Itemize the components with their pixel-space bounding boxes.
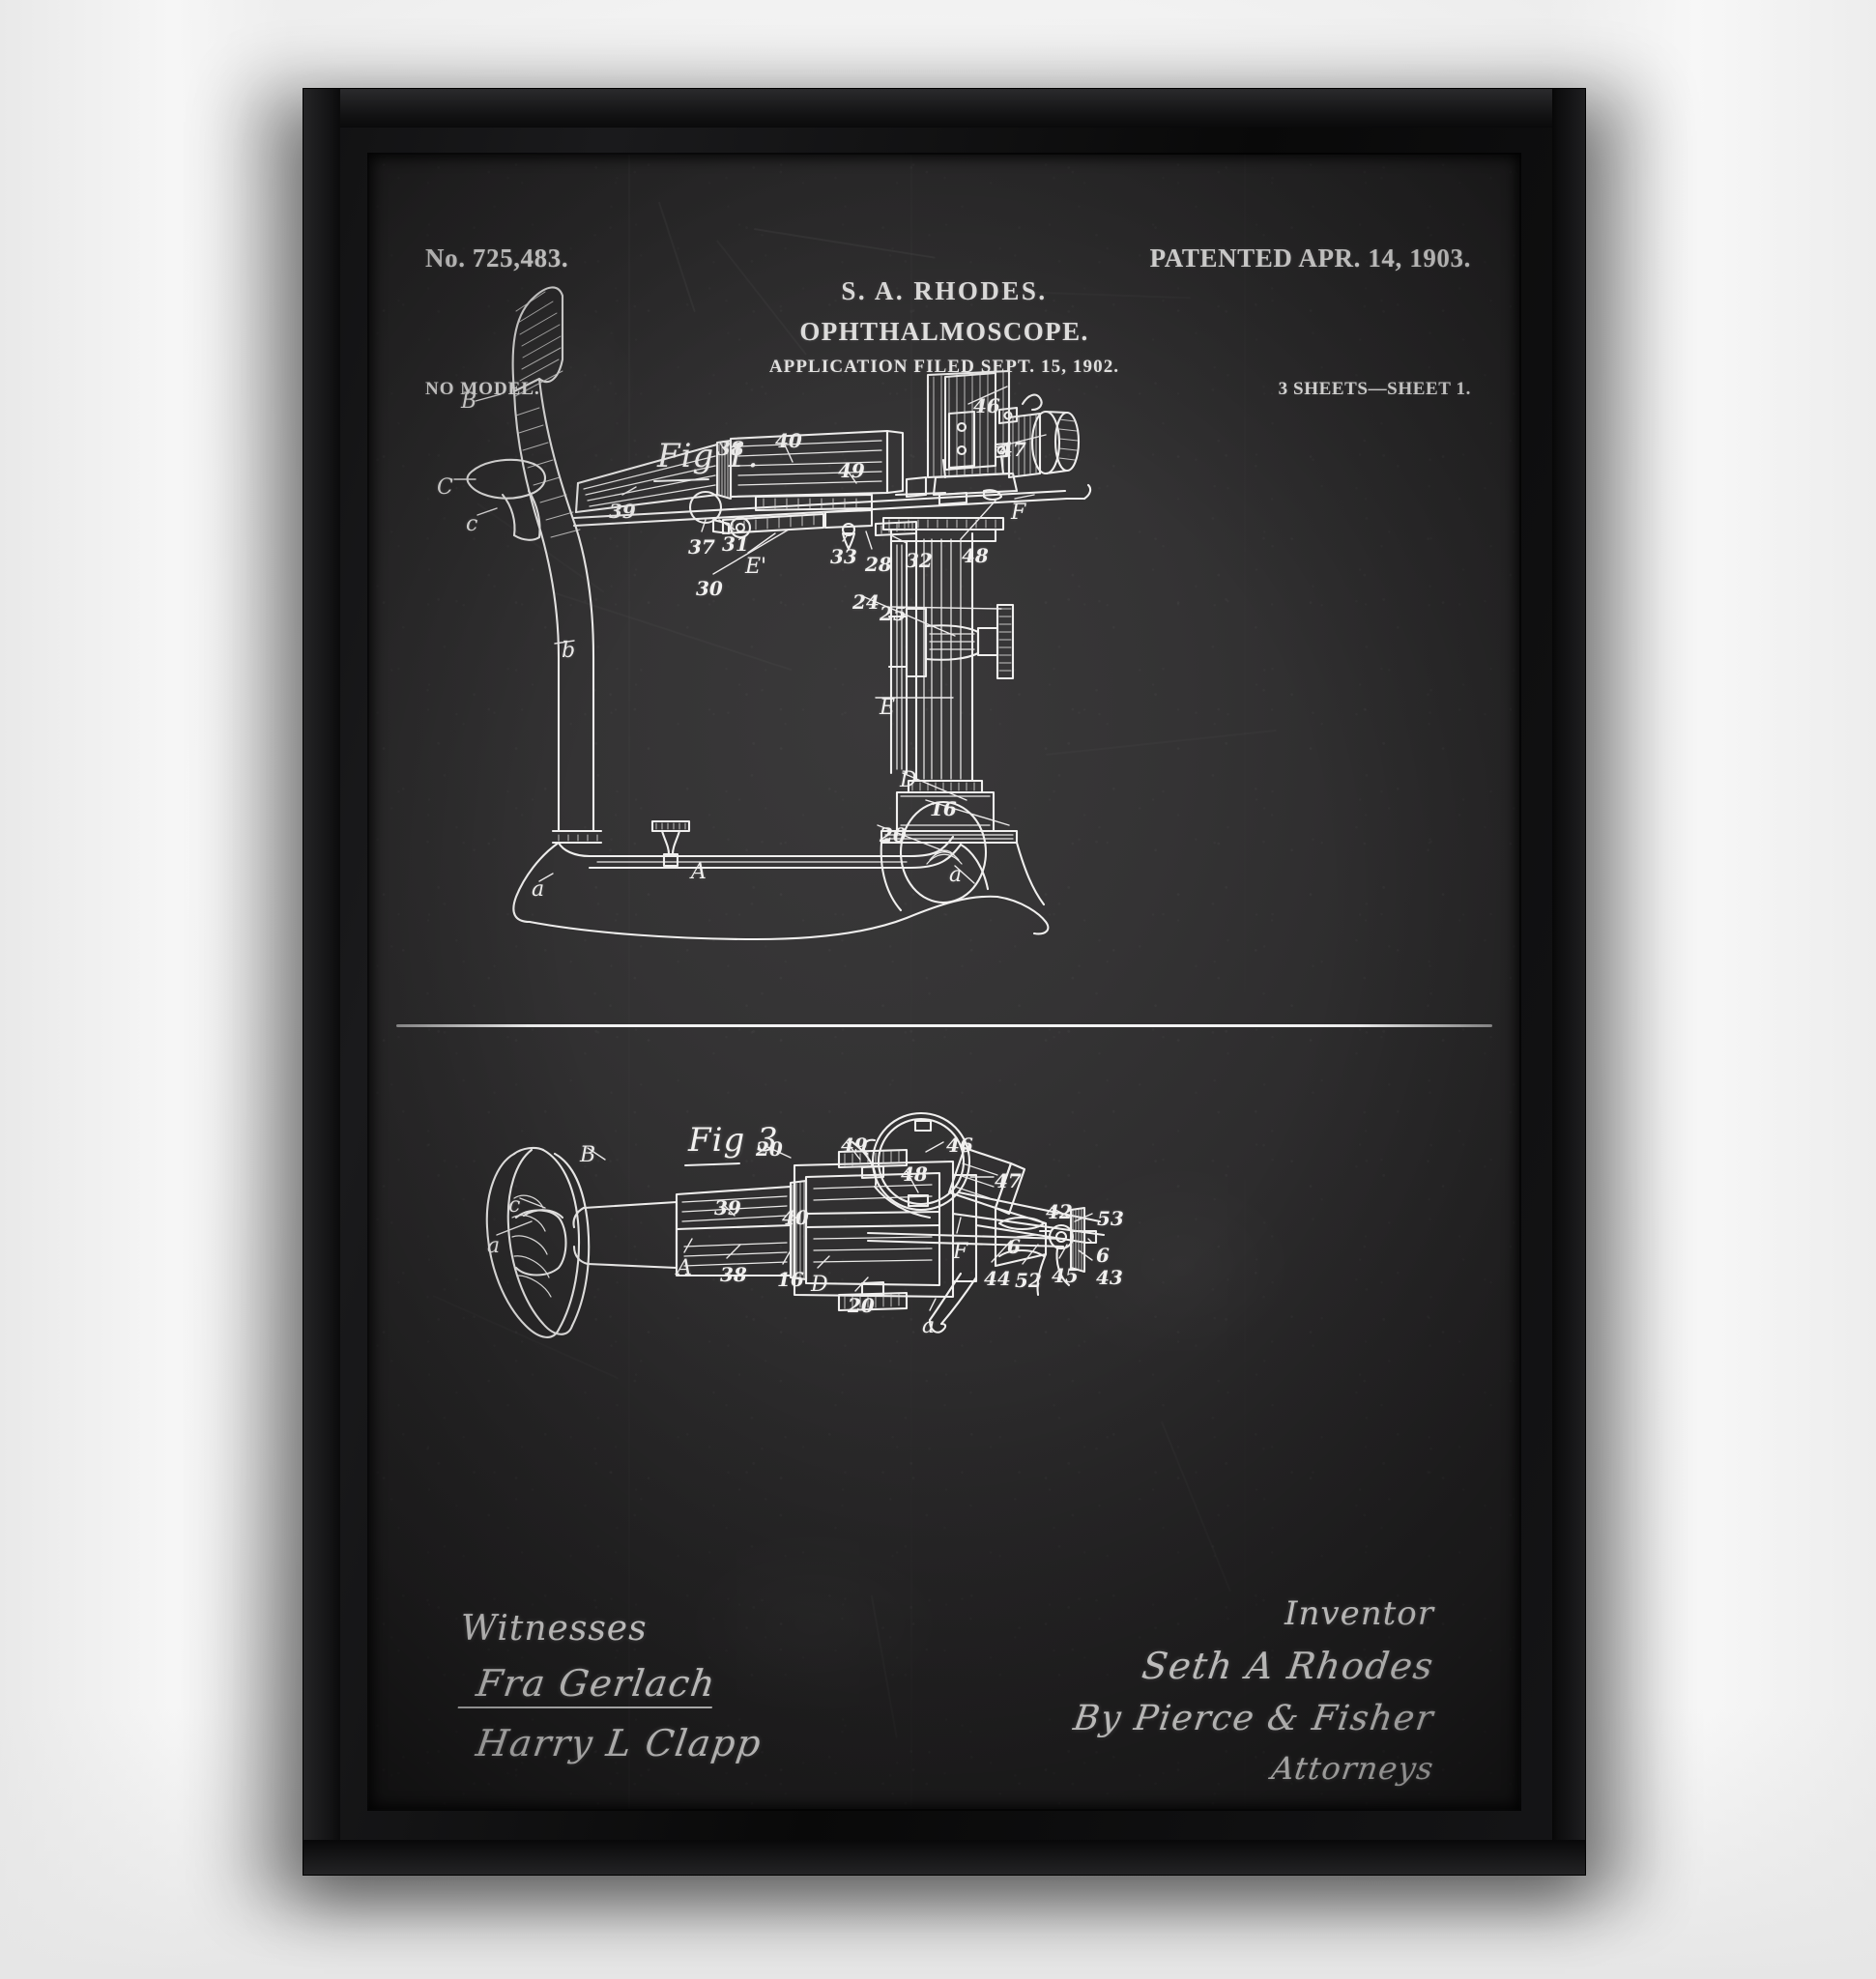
reference-numeral: 39 bbox=[714, 1196, 741, 1219]
reference-numeral: C bbox=[437, 475, 453, 500]
patent-date: PATENTED APR. 14, 1903. bbox=[1149, 244, 1471, 272]
reference-numeral: 20 bbox=[880, 823, 907, 846]
reference-numeral: 52 bbox=[1015, 1269, 1042, 1292]
reference-numeral: B bbox=[461, 389, 477, 414]
reference-numeral: 38 bbox=[720, 1263, 747, 1286]
witness-signature-1: Fra Gerlach bbox=[457, 1662, 719, 1708]
reference-numeral: 42 bbox=[1046, 1200, 1073, 1223]
reference-numeral: 47 bbox=[999, 438, 1026, 461]
reference-numeral: 28 bbox=[865, 553, 892, 576]
reference-numeral: 53 bbox=[1097, 1207, 1124, 1230]
reference-numeral: 48 bbox=[962, 544, 989, 567]
reference-numeral: D bbox=[900, 768, 917, 792]
reference-numeral: A bbox=[691, 860, 707, 884]
inventor-name: S. A. RHODES. bbox=[841, 276, 1048, 305]
frame-bevel-right bbox=[1552, 89, 1585, 1875]
reference-numeral: F bbox=[1011, 501, 1026, 525]
reference-numeral: c bbox=[466, 512, 478, 536]
application-line: APPLICATION FILED SEPT. 15, 1902. bbox=[768, 357, 1120, 377]
inventor-signature: Seth A Rhodes bbox=[1140, 1645, 1438, 1687]
reference-numeral: 37 bbox=[688, 535, 715, 559]
reference-numeral: B bbox=[580, 1143, 596, 1167]
reference-numeral: 46 bbox=[973, 394, 1000, 417]
reference-numeral: 32 bbox=[906, 549, 933, 572]
reference-numeral: 49 bbox=[841, 1133, 868, 1157]
reference-numeral: 40 bbox=[775, 429, 802, 452]
frame-bevel-bottom bbox=[303, 1840, 1585, 1875]
reference-numeral: 6 bbox=[1096, 1244, 1110, 1267]
reference-numeral: F bbox=[953, 1240, 968, 1264]
reference-numeral: 46 bbox=[946, 1133, 973, 1157]
reference-numeral: 16 bbox=[777, 1268, 804, 1291]
reference-numeral: 47 bbox=[995, 1169, 1022, 1192]
reference-numeral: D bbox=[811, 1273, 828, 1297]
reference-numeral: E' bbox=[745, 555, 767, 579]
reference-numeral: 20 bbox=[848, 1294, 875, 1317]
reference-numeral: 31 bbox=[722, 532, 749, 556]
reference-numeral: b bbox=[562, 639, 576, 663]
reference-numeral: 48 bbox=[901, 1162, 928, 1186]
reference-numeral: 6 bbox=[1007, 1235, 1021, 1258]
reference-numeral: 24 bbox=[852, 590, 880, 614]
no-model-note: NO MODEL. bbox=[425, 379, 540, 399]
sheet-info: 3 SHEETS—SHEET 1. bbox=[1278, 379, 1471, 399]
attorney-signature: By Pierce & Fisher bbox=[1071, 1699, 1437, 1738]
reference-numeral: 30 bbox=[696, 577, 723, 600]
invention-title: OPHTHALMOSCOPE. bbox=[799, 317, 1089, 346]
inventor-signature-block: Inventor Seth A Rhodes By Pierce & Fishe… bbox=[1071, 1594, 1438, 1798]
reference-numeral: a bbox=[949, 863, 963, 887]
reference-numeral: 40 bbox=[782, 1206, 809, 1229]
figure-divider-rule bbox=[396, 1024, 1492, 1027]
patent-number: No. 725,483. bbox=[425, 244, 569, 272]
reference-numeral: 45 bbox=[1052, 1264, 1079, 1287]
reference-numeral: 43 bbox=[1096, 1266, 1123, 1289]
reference-numeral: 38 bbox=[717, 437, 744, 460]
print-text-layer: No. 725,483. PATENTED APR. 14, 1903. S. … bbox=[369, 155, 1519, 1809]
reference-numeral: a bbox=[487, 1234, 501, 1258]
reference-numeral: 39 bbox=[609, 500, 636, 523]
reference-numeral: a bbox=[922, 1314, 936, 1338]
reference-numeral: a bbox=[532, 877, 545, 902]
picture-frame: No. 725,483. PATENTED APR. 14, 1903. S. … bbox=[303, 89, 1585, 1875]
patent-print-sheet: No. 725,483. PATENTED APR. 14, 1903. S. … bbox=[369, 155, 1519, 1809]
wall-shade-left bbox=[0, 0, 290, 1979]
reference-numeral: c bbox=[508, 1193, 521, 1218]
witness-signature-block: Witnesses Fra Gerlach Harry L Clapp bbox=[457, 1609, 765, 1778]
frame-bevel-top bbox=[303, 89, 1585, 128]
frame-bevel-left bbox=[303, 89, 340, 1875]
reference-numeral: 25 bbox=[880, 602, 907, 625]
attorney-role-label: Attorneys bbox=[1269, 1750, 1437, 1787]
wall-shade-right bbox=[1547, 0, 1876, 1979]
inventor-heading: Inventor bbox=[1284, 1594, 1434, 1633]
witnesses-heading: Witnesses bbox=[461, 1609, 648, 1649]
reference-numeral: 16 bbox=[930, 797, 957, 820]
witness-signature-2: Harry L Clapp bbox=[473, 1722, 765, 1764]
reference-numeral: 49 bbox=[838, 459, 865, 482]
reference-numeral: 20 bbox=[756, 1137, 783, 1161]
reference-numeral: 33 bbox=[830, 545, 857, 568]
reference-numeral: A bbox=[677, 1256, 692, 1280]
reference-numeral: 44 bbox=[984, 1267, 1011, 1290]
reference-numeral: E bbox=[880, 696, 896, 720]
